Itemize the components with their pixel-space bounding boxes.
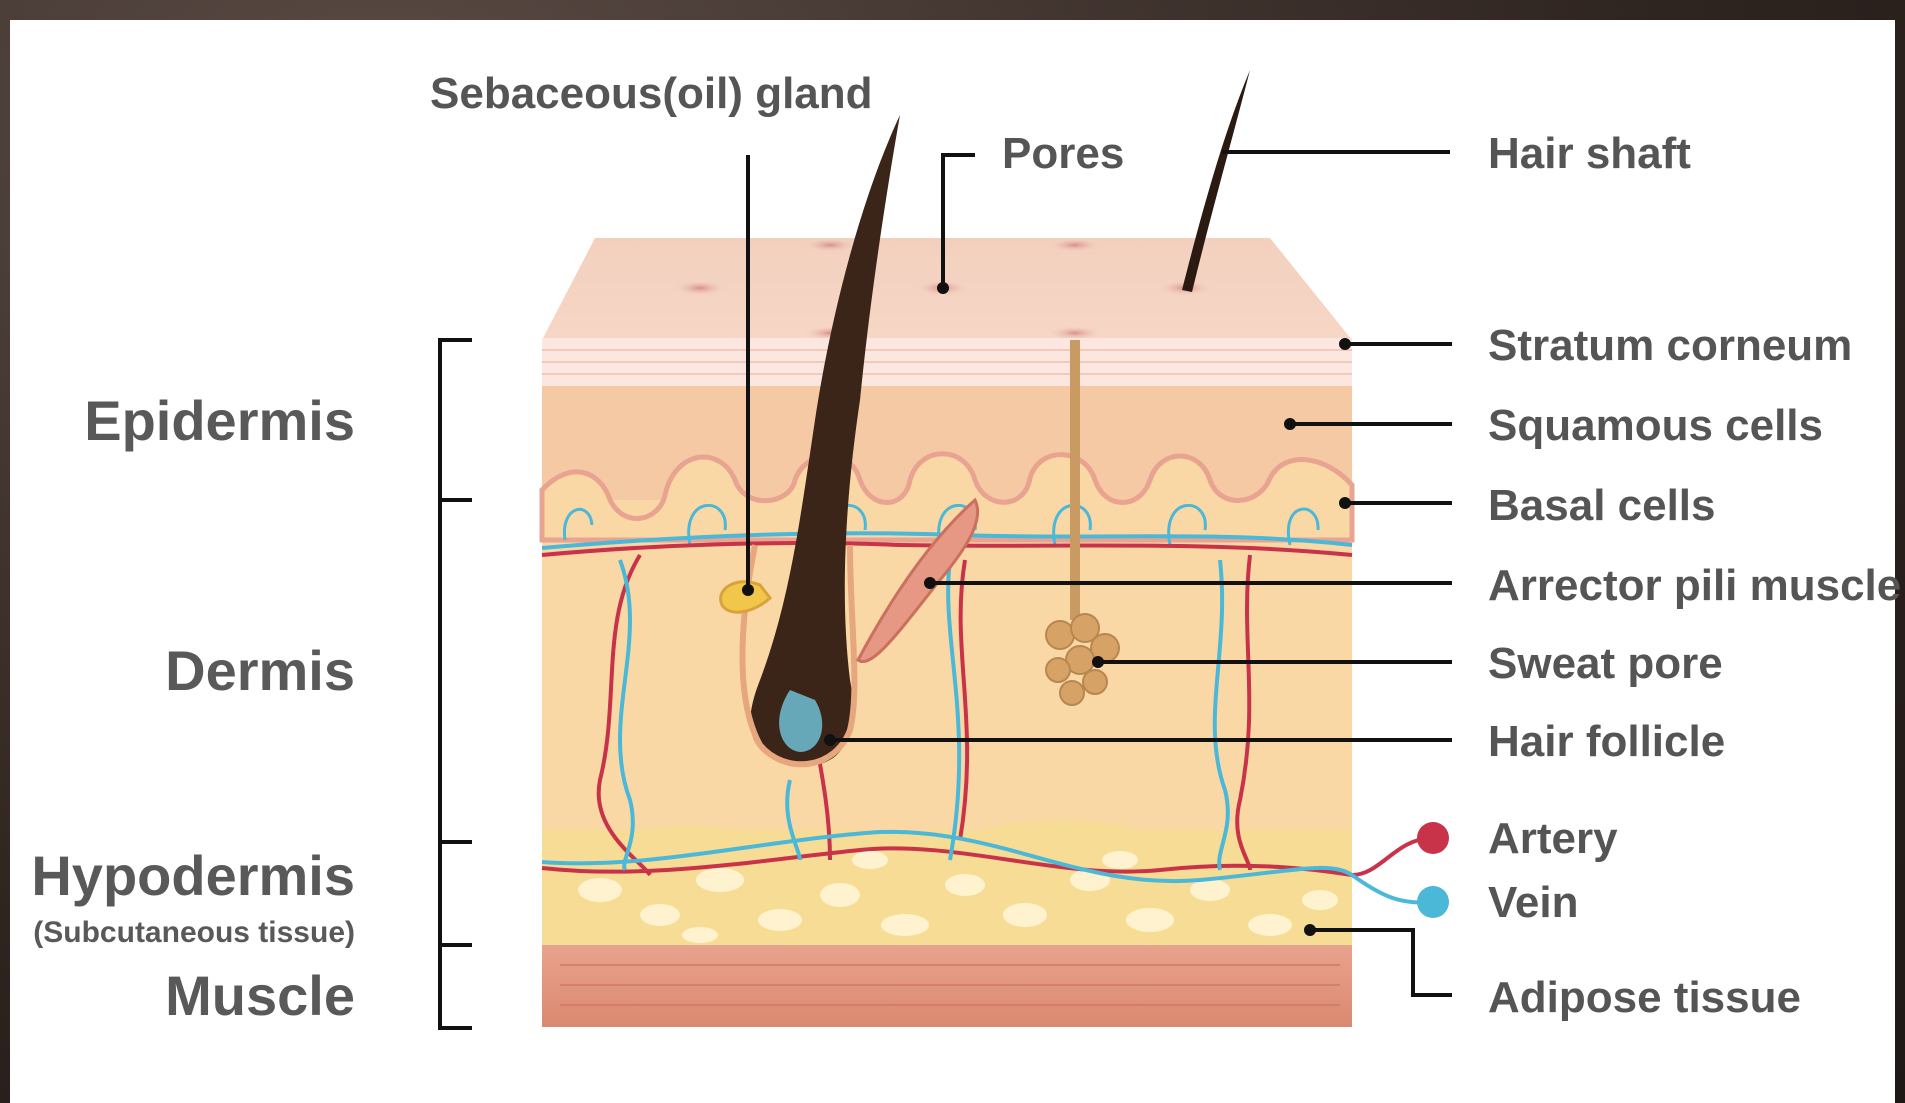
label-vein: Vein <box>1488 878 1579 927</box>
label-adipose-tissue: Adipose tissue <box>1488 973 1801 1022</box>
artery-marker <box>1417 822 1449 854</box>
label-hypodermis: Hypodermis <box>31 844 355 907</box>
label-hypodermis-sub: (Subcutaneous tissue) <box>33 916 355 949</box>
label-sebaceous-gland: Sebaceous(oil) gland <box>430 69 873 118</box>
vessel-markers <box>1417 822 1449 918</box>
label-sweat-pore: Sweat pore <box>1488 639 1723 688</box>
vein-marker <box>1417 886 1449 918</box>
left-layer-bracket <box>440 340 472 1028</box>
label-basal-cells: Basal cells <box>1488 481 1716 530</box>
label-stratum-corneum: Stratum corneum <box>1488 321 1852 370</box>
label-hair-follicle: Hair follicle <box>1488 717 1725 766</box>
label-pores: Pores <box>1002 129 1124 178</box>
label-hair-shaft: Hair shaft <box>1488 129 1691 178</box>
label-dermis: Dermis <box>165 639 355 702</box>
label-squamous-cells: Squamous cells <box>1488 401 1823 450</box>
label-artery: Artery <box>1488 814 1618 863</box>
label-muscle: Muscle <box>165 964 355 1027</box>
label-arrector-pili: Arrector pili muscle <box>1488 561 1901 610</box>
skin-block <box>542 238 1352 1027</box>
label-epidermis: Epidermis <box>84 389 355 452</box>
